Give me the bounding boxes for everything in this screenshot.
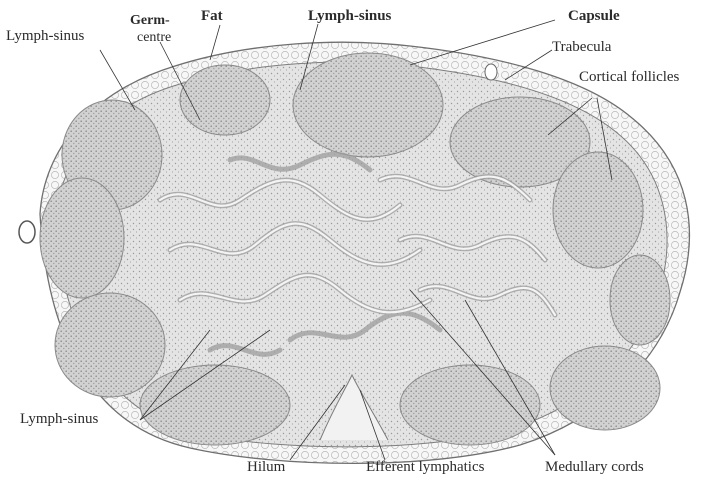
label-trabecula: Trabecula — [552, 39, 612, 55]
label-hilum: Hilum — [247, 459, 286, 475]
vessel-left-edge — [19, 221, 35, 243]
label-lymph-sinus-bottom-left: Lymph-sinus — [20, 411, 99, 427]
label-capsule: Capsule — [568, 8, 620, 24]
follicle — [55, 293, 165, 397]
label-lymph-sinus-top-left: Lymph-sinus — [6, 28, 85, 44]
follicle — [610, 255, 670, 345]
label-fat: Fat — [201, 8, 223, 24]
label-germ-centre-line2: centre — [137, 30, 171, 45]
label-germ-centre-line1: Germ- — [130, 13, 170, 28]
vessel-top-right — [485, 64, 497, 80]
follicle — [140, 365, 290, 445]
follicle — [40, 178, 124, 298]
follicle — [553, 152, 643, 268]
follicle — [400, 365, 540, 445]
label-medullary-cords: Medullary cords — [545, 459, 644, 475]
follicle — [293, 53, 443, 157]
follicle — [550, 346, 660, 430]
label-efferent-lymphatics: Efferent lymphatics — [366, 459, 485, 475]
label-lymph-sinus-top: Lymph-sinus — [308, 8, 392, 24]
follicle — [180, 65, 270, 135]
label-cortical-follicles: Cortical follicles — [579, 69, 680, 85]
